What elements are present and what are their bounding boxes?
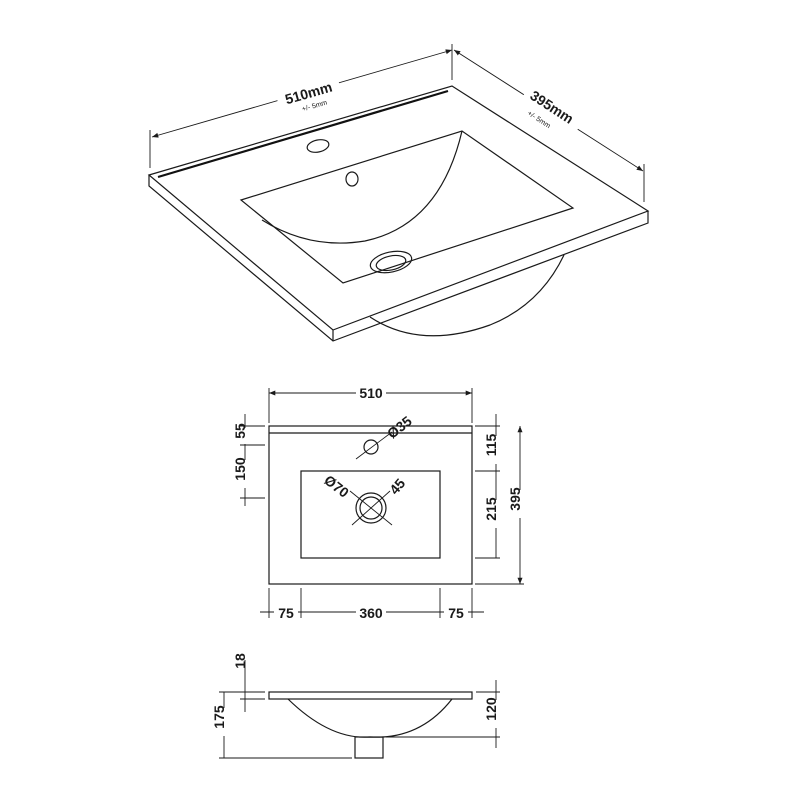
waste-inner-plan: [359, 496, 383, 520]
waste-outer-diameter-label: Ø70: [321, 472, 352, 501]
bowl-side-profile: [287, 698, 453, 738]
top-thickness-label: 18: [232, 653, 248, 669]
left-150-label: 150: [232, 457, 248, 481]
overall-height-label: 175: [211, 705, 227, 729]
waste-outer-plan: [355, 492, 387, 524]
basin-outline: [268, 425, 473, 585]
waste-pipe: [354, 736, 384, 759]
side-view: 18 175 120: [211, 653, 504, 759]
bottom-left-75-label: 75: [278, 605, 294, 621]
countertop-back-edge: [157, 89, 449, 179]
bowl-inner-curve: [261, 130, 463, 244]
countertop-side: [268, 691, 473, 700]
plan-view: 510 Ø35 Ø70 45 55 150 115 215 395: [232, 384, 528, 621]
right-215-label: 215: [483, 497, 499, 521]
waste-inner-diameter-label: 45: [386, 475, 408, 497]
overall-depth-label: 395: [507, 487, 523, 511]
bottom-right-75-label: 75: [448, 605, 464, 621]
waste-outlet-outer: [369, 250, 413, 274]
countertop-front-edge: [148, 175, 649, 342]
overall-width-label: 510: [359, 385, 383, 401]
waste-outlet-inner: [375, 254, 407, 272]
tap-hole-diameter-label: Ø35: [384, 413, 415, 442]
tap-hole-plan: [363, 439, 379, 455]
right-115-label: 115: [483, 433, 499, 456]
bowl-underside: [369, 254, 565, 337]
overflow-hole: [345, 171, 359, 187]
bowl-outline: [300, 470, 441, 559]
left-55-label: 55: [232, 423, 248, 439]
isometric-view: 510mm +/- 5mm 395mm +/- 5mm: [147, 44, 650, 342]
bottom-360-label: 360: [359, 605, 383, 621]
bowl-depth-label: 120: [483, 697, 499, 721]
tap-hole: [306, 139, 330, 153]
basin-opening: [239, 130, 575, 284]
